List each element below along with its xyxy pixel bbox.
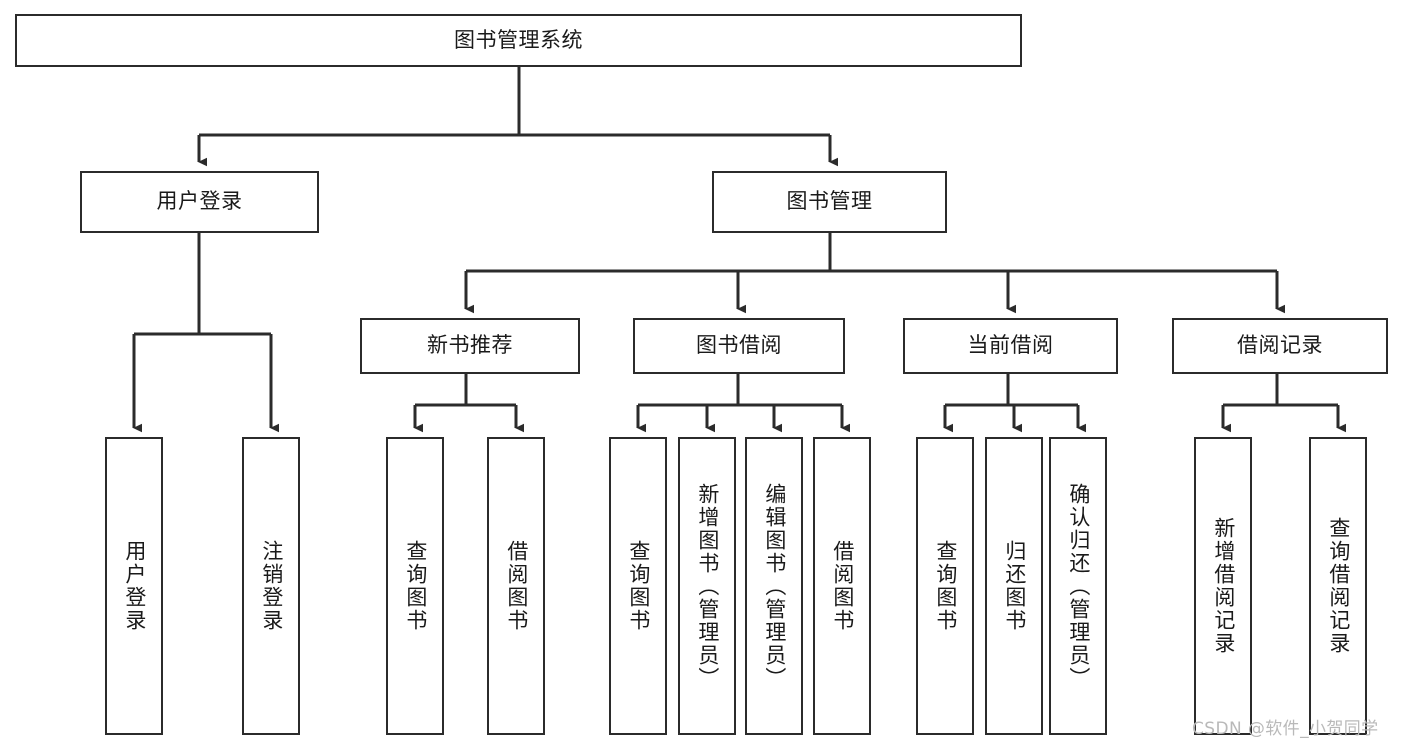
node-label: 确认归还（管理员）	[1066, 482, 1091, 690]
node-label: 用户登录	[122, 540, 147, 632]
node-label: 图书管理系统	[454, 27, 583, 52]
node-root-system[interactable]: 图书管理系统	[15, 14, 1022, 67]
node-book-borrow[interactable]: 图书借阅	[633, 318, 845, 374]
leaf-current-borrow-return[interactable]: 归还图书	[985, 437, 1043, 735]
node-user-login[interactable]: 用户登录	[80, 171, 319, 233]
node-label: 注销登录	[259, 540, 284, 632]
leaf-borrow-record-query[interactable]: 查询借阅记录	[1309, 437, 1367, 735]
node-label: 图书借阅	[696, 333, 782, 358]
node-label: 当前借阅	[967, 333, 1054, 358]
leaf-book-borrow-borrow[interactable]: 借阅图书	[813, 437, 871, 735]
leaf-new-book-query[interactable]: 查询图书	[386, 437, 444, 735]
node-new-book-recommend[interactable]: 新书推荐	[360, 318, 580, 374]
node-label: 新增图书（管理员）	[695, 482, 720, 690]
node-label: 新增借阅记录	[1211, 517, 1236, 655]
node-label: 编辑图书（管理员）	[762, 482, 787, 690]
node-label: 借阅图书	[830, 540, 855, 632]
node-label: 用户登录	[156, 189, 243, 214]
leaf-user-login-logout[interactable]: 注销登录	[242, 437, 300, 735]
node-label: 借阅记录	[1237, 333, 1323, 358]
node-label: 归还图书	[1002, 540, 1027, 632]
node-borrow-record[interactable]: 借阅记录	[1172, 318, 1388, 374]
leaf-user-login-login[interactable]: 用户登录	[105, 437, 163, 735]
node-label: 查询图书	[933, 540, 958, 632]
leaf-book-borrow-add[interactable]: 新增图书（管理员）	[678, 437, 736, 735]
node-label: 借阅图书	[504, 540, 529, 632]
node-label: 查询借阅记录	[1326, 517, 1351, 655]
node-label: 新书推荐	[427, 333, 513, 358]
leaf-new-book-borrow[interactable]: 借阅图书	[487, 437, 545, 735]
leaf-current-borrow-query[interactable]: 查询图书	[916, 437, 974, 735]
leaf-current-borrow-confirm-return[interactable]: 确认归还（管理员）	[1049, 437, 1107, 735]
leaf-borrow-record-add[interactable]: 新增借阅记录	[1194, 437, 1252, 735]
node-label: 查询图书	[403, 540, 428, 632]
node-current-borrow[interactable]: 当前借阅	[903, 318, 1118, 374]
leaf-book-borrow-query[interactable]: 查询图书	[609, 437, 667, 735]
node-label: 图书管理	[786, 189, 873, 214]
node-label: 查询图书	[626, 540, 651, 632]
leaf-book-borrow-edit[interactable]: 编辑图书（管理员）	[745, 437, 803, 735]
node-book-management[interactable]: 图书管理	[712, 171, 947, 233]
